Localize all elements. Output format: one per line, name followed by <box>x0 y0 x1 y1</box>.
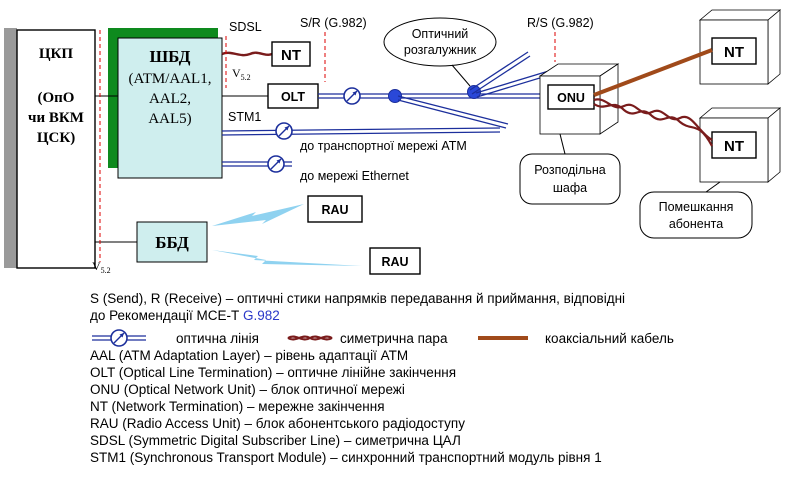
shbd-title: ШБД <box>150 47 191 66</box>
bbd-title: ББД <box>155 233 189 252</box>
sym-pair-b <box>593 103 713 147</box>
cabinet-label-1: Розподільна <box>534 163 606 177</box>
legend-nt: NT (Network Termination) – мережне закін… <box>90 399 385 414</box>
premises-callout-pointer <box>705 181 721 193</box>
sdsl-pair-line <box>221 51 273 57</box>
rs-label: R/S (G.982) <box>527 16 594 30</box>
legend-onu: ONU (Optical Network Unit) – блок оптичн… <box>90 382 405 397</box>
olt-label: OLT <box>281 90 305 104</box>
legend-coax-text: коаксіальний кабель <box>545 331 674 346</box>
cabinet-callout <box>519 153 621 205</box>
radio-link-upper <box>212 204 304 226</box>
optical-link-atm <box>221 127 501 136</box>
optical-icon-ethernet <box>267 155 285 173</box>
nt-box-bottom <box>711 131 757 159</box>
nt-bottom-label: NT <box>724 138 744 155</box>
coax-cable <box>593 48 713 97</box>
legend-sym-pair-symbol-b <box>287 335 333 341</box>
splitter-branch-down <box>397 95 509 129</box>
ckp-title: ЦКП <box>39 46 74 62</box>
shbd-block <box>117 37 223 179</box>
ckp-line-4: ЦСК) <box>37 130 75 146</box>
nt-top-label: NT <box>724 44 744 61</box>
premises-label-2: абонента <box>669 217 723 231</box>
rau-box-upper <box>307 195 363 223</box>
splitter-branch-up-1 <box>469 51 531 95</box>
legend-olt: OLT (Optical Line Termination) – оптичне… <box>90 365 457 380</box>
sr-label: S/R (G.982) <box>300 16 367 30</box>
nt-box-sdsl <box>271 41 311 67</box>
olt-box <box>267 83 319 109</box>
nt-sdsl-label: NT <box>281 47 301 64</box>
shbd-line-3: AAL5) <box>148 111 191 127</box>
shbd-line-2: AAL2, <box>149 91 191 107</box>
legend-optical-line-symbol <box>92 329 146 347</box>
shbd-line-1: (ATM/AAL1, <box>129 71 212 87</box>
legend-sr-line-2: до Рекомендації МСЕ-Т G.982 <box>90 308 280 323</box>
optical-icon-atm <box>275 122 293 140</box>
sym-pair-a <box>593 98 713 141</box>
rau-lower-label: RAU <box>381 255 408 269</box>
legend-sym-pair-text: симетрична пара <box>340 331 448 346</box>
v52-label-bottom: V5.2 <box>92 259 111 275</box>
rau-box-lower <box>369 247 421 275</box>
rau-upper-label: RAU <box>321 203 348 217</box>
legend-aal: AAL (ATM Adaptation Layer) – рівень адап… <box>90 348 409 363</box>
nt-box-top <box>711 37 757 65</box>
optical-line-icon <box>343 87 361 105</box>
radio-link-lower <box>212 250 362 266</box>
v52-label-top: V5.2 <box>232 66 251 82</box>
to-atm-label: до транспортної мережі ATM <box>300 139 467 153</box>
legend-rau: RAU (Radio Access Unit) – блок абонентсь… <box>90 416 465 431</box>
stm1-label: STM1 <box>228 110 261 124</box>
premises-label-1: Помешкання <box>659 200 734 214</box>
bbd-block <box>136 221 208 263</box>
legend-optical-line-text: оптична лінія <box>176 331 259 346</box>
splitter-callout-pointer <box>451 64 471 87</box>
ckp-shadow <box>4 28 17 268</box>
ckp-line-3: чи ВКМ <box>28 110 84 126</box>
onu-label: ONU <box>557 91 585 105</box>
splitter-label-1: Оптичний <box>412 27 469 41</box>
splitter-label-2: розгалужник <box>404 43 477 57</box>
legend-stm1: STM1 (Synchronous Transport Module) – си… <box>90 450 602 465</box>
premises-callout <box>639 191 753 239</box>
legend-sdsl: SDSL (Symmetric Digital Subscriber Line)… <box>90 433 461 448</box>
cabinet-label-2: шафа <box>553 181 587 195</box>
splitter-callout <box>383 17 497 67</box>
to-ethernet-label: до мережі Ethernet <box>300 169 409 183</box>
splice-node <box>388 89 402 103</box>
sdsl-label: SDSL <box>229 20 262 34</box>
onu-box <box>547 84 595 110</box>
legend-sr-line-1: S (Send), R (Receive) – оптичні стики на… <box>90 291 626 306</box>
cabinet-callout-pointer <box>559 133 566 155</box>
ckp-block <box>16 29 96 269</box>
ckp-line-2: (ОпО <box>38 90 75 106</box>
legend-g982-ref: G.982 <box>243 308 280 323</box>
